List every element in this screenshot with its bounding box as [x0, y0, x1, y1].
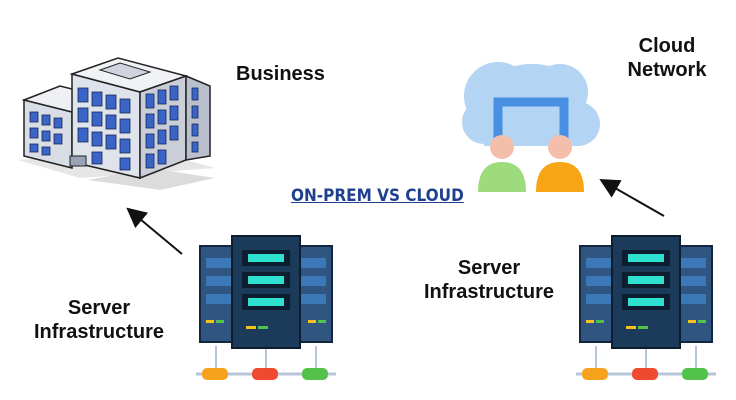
- server-right-label: Server Infrastructure: [404, 256, 574, 304]
- business-label: Business: [236, 62, 325, 86]
- business-label-text: Business: [236, 63, 325, 85]
- server-right-line1: Server: [457, 257, 521, 279]
- diagram-title: ON-PREM VS CLOUD: [291, 186, 464, 206]
- cloud-label-line1: Cloud: [638, 35, 696, 57]
- cloud-label-line2: Network: [627, 59, 707, 81]
- cloud-network-label: Cloud Network: [612, 34, 722, 82]
- server-left-label: Server Infrastructure: [14, 296, 184, 344]
- server-right-line2: Infrastructure: [423, 281, 555, 303]
- server-left-line2: Infrastructure: [33, 321, 165, 343]
- server-left-line1: Server: [67, 297, 131, 319]
